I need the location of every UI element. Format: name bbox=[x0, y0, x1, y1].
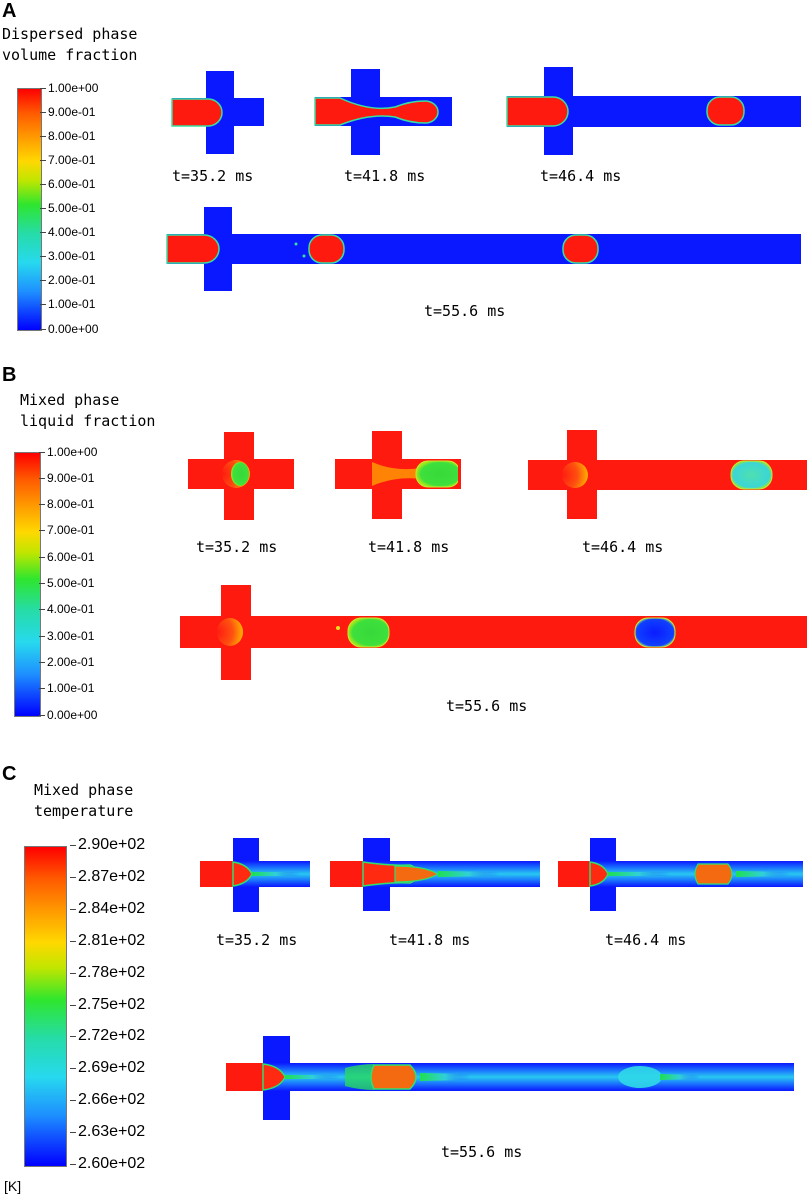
colorbar-b-tick: 1.00e-01 bbox=[38, 681, 95, 696]
colorbar-c-tick: 2.75e+02 bbox=[69, 995, 146, 1013]
panel-a-t46 bbox=[506, 67, 801, 155]
colorbar-c-tick: 2.84e+02 bbox=[69, 899, 146, 917]
colorbar-c-tick: 2.81e+02 bbox=[69, 931, 146, 949]
colorbar-b-tick: 8.00e-01 bbox=[38, 497, 95, 512]
panel-c-t55 bbox=[226, 1036, 794, 1120]
colorbar-c-tick: 2.78e+02 bbox=[69, 963, 146, 981]
colorbar-b-tick: 4.00e-01 bbox=[38, 602, 95, 617]
panel-a-t55 bbox=[166, 207, 801, 291]
time-label-a-1: t=35.2 ms bbox=[172, 167, 254, 185]
colorbar-c-tick: 2.66e+02 bbox=[69, 1091, 146, 1109]
colorbar-a-tick: 4.00e-01 bbox=[39, 225, 96, 240]
colorbar-b bbox=[14, 452, 41, 717]
panel-a-title-line2: volume fraction bbox=[2, 46, 138, 64]
colorbar-b-tick: 6.00e-01 bbox=[38, 549, 95, 564]
colorbar-a-tick: 9.00e-01 bbox=[39, 104, 96, 119]
panel-letter-c: C bbox=[2, 763, 17, 785]
panel-c-t35 bbox=[200, 838, 310, 912]
colorbar-a-tick: 6.00e-01 bbox=[39, 176, 96, 191]
colorbar-c-tick: 2.72e+02 bbox=[69, 1027, 146, 1045]
colorbar-a-tick: 1.00e+00 bbox=[39, 80, 99, 95]
colorbar-b-tick: 1.00e+00 bbox=[38, 444, 98, 459]
time-label-a-3: t=46.4 ms bbox=[540, 167, 622, 185]
colorbar-b-tick: 3.00e-01 bbox=[38, 628, 95, 643]
colorbar-c-unit: [K] bbox=[4, 1178, 22, 1194]
panel-c-t41 bbox=[330, 838, 540, 911]
panel-b-t46 bbox=[528, 430, 807, 519]
colorbar-a-tick: 3.00e-01 bbox=[39, 249, 96, 264]
time-label-b-2: t=41.8 ms bbox=[368, 538, 450, 556]
time-label-b-1: t=35.2 ms bbox=[196, 538, 278, 556]
panel-c-title: Mixed phase temperature bbox=[34, 780, 133, 822]
colorbar-b-tick: 0.00e+00 bbox=[38, 707, 98, 722]
colorbar-b-tick: 7.00e-01 bbox=[38, 523, 95, 538]
time-label-c-2: t=41.8 ms bbox=[389, 931, 471, 949]
panel-a-title-line1: Dispersed phase bbox=[2, 25, 138, 43]
colorbar-b-tick: 9.00e-01 bbox=[38, 470, 95, 485]
colorbar-c-tick: 2.69e+02 bbox=[69, 1059, 146, 1077]
time-label-b-4: t=55.6 ms bbox=[446, 697, 528, 715]
panel-c-title-line2: temperature bbox=[34, 802, 134, 820]
time-label-c-4: t=55.6 ms bbox=[441, 1143, 523, 1161]
panel-c-t46 bbox=[558, 838, 803, 911]
panel-b-t35 bbox=[188, 432, 294, 520]
panel-letter-b: B bbox=[2, 364, 17, 386]
colorbar-a-tick: 7.00e-01 bbox=[39, 152, 96, 167]
colorbar-b-tick: 5.00e-01 bbox=[38, 576, 95, 591]
colorbar-a-tick: 8.00e-01 bbox=[39, 128, 96, 143]
colorbar-a-tick: 0.00e+00 bbox=[39, 321, 99, 336]
colorbar-c-tick: 2.63e+02 bbox=[69, 1123, 146, 1141]
time-label-a-2: t=41.8 ms bbox=[344, 167, 426, 185]
time-label-a-4: t=55.6 ms bbox=[424, 302, 506, 320]
colorbar-a-tick: 2.00e-01 bbox=[39, 273, 96, 288]
panel-letter-a: A bbox=[2, 0, 17, 22]
panel-a-title: Dispersed phase volume fraction bbox=[2, 24, 137, 66]
panel-b-title: Mixed phase liquid fraction bbox=[20, 390, 155, 432]
panel-b-title-line1: Mixed phase bbox=[20, 391, 120, 409]
time-label-c-1: t=35.2 ms bbox=[216, 931, 298, 949]
colorbar-c bbox=[24, 846, 67, 1167]
panel-b-t41 bbox=[335, 431, 461, 519]
panel-b-title-line2: liquid fraction bbox=[20, 412, 156, 430]
colorbar-a-tick: 5.00e-01 bbox=[39, 201, 96, 216]
colorbar-c-tick: 2.90e+02 bbox=[69, 836, 146, 854]
panel-b-t55 bbox=[180, 585, 807, 680]
panel-a-t35 bbox=[171, 71, 264, 154]
time-label-b-3: t=46.4 ms bbox=[582, 538, 664, 556]
colorbar-b-tick: 2.00e-01 bbox=[38, 654, 95, 669]
colorbar-a bbox=[17, 88, 42, 331]
colorbar-c-tick: 2.60e+02 bbox=[69, 1155, 146, 1173]
panel-a-t41 bbox=[314, 69, 452, 155]
time-label-c-3: t=46.4 ms bbox=[605, 931, 687, 949]
colorbar-a-tick: 1.00e-01 bbox=[39, 297, 96, 312]
colorbar-c-tick: 2.87e+02 bbox=[69, 867, 146, 885]
panel-c-title-line1: Mixed phase bbox=[34, 781, 134, 799]
